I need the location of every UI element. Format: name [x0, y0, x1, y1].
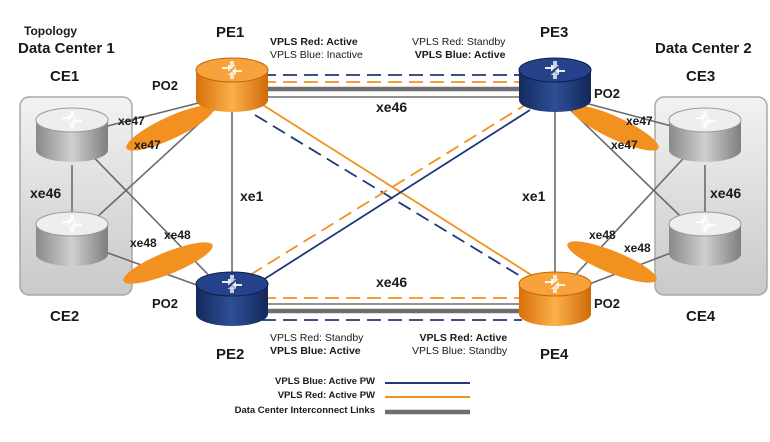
pe3-status: VPLS Red: Standby VPLS Blue: Active [412, 36, 505, 62]
ce2-label: CE2 [50, 308, 80, 325]
router-ce3-icon [668, 107, 742, 162]
pe3-status-blue: VPLS Blue: Active [414, 49, 506, 61]
pe1-status: VPLS Red: Active VPLS Blue: Inactive [270, 36, 363, 62]
ce1-label: CE1 [50, 68, 80, 85]
pe3-status-red: VPLS Red: Standby [412, 36, 506, 48]
dc2-title: Data Center 2 [655, 40, 752, 57]
pe1-status-blue: VPLS Blue: Inactive [270, 49, 363, 61]
xe46-bottom-label: xe46 [376, 274, 408, 290]
xe47-label-a: xe47 [118, 114, 145, 128]
legend-red-label: VPLS Red: Active PW [277, 390, 375, 401]
router-pe3-icon [518, 57, 592, 112]
xe48-label-a: xe48 [164, 228, 191, 242]
pe2-status-red: VPLS Red: Standby [270, 332, 364, 344]
ce4-label: CE4 [686, 308, 716, 325]
pe2-label: PE2 [216, 346, 245, 363]
dc1-xe46-label: xe46 [30, 185, 62, 201]
pw-red-pe1-pe4 [254, 99, 556, 291]
topology-label: Topology [24, 24, 78, 38]
xe48-label-c: xe48 [589, 228, 616, 242]
xe47-label-b: xe47 [134, 138, 161, 152]
pe4-status: VPLS Red: Active VPLS Blue: Standby [412, 332, 507, 358]
lag-ellipse-pe3 [571, 105, 659, 151]
pe2-status: VPLS Red: Standby VPLS Blue: Active [270, 332, 363, 358]
pw-blue-standby-pe1-pe4 [254, 114, 536, 286]
lag-ellipse-pe4 [567, 241, 657, 283]
pe3-po-label: PO2 [594, 86, 621, 101]
pe3-label: PE3 [540, 24, 569, 41]
pe1-po-label: PO2 [152, 78, 179, 93]
pe4-status-blue: VPLS Blue: Standby [412, 345, 508, 357]
dc1-title: Data Center 1 [18, 40, 115, 57]
dc2-xe46-label: xe46 [710, 185, 742, 201]
pe2-status-blue: VPLS Blue: Active [270, 345, 361, 357]
pe4-po-label: PO2 [594, 296, 621, 311]
router-ce1-icon [35, 107, 109, 162]
pe4-label: PE4 [540, 346, 569, 363]
lag-ellipse-pe1 [126, 105, 214, 151]
xe46-top-label: xe46 [376, 99, 408, 115]
router-ce4-icon [668, 211, 742, 266]
pe1-label: PE1 [216, 24, 245, 41]
xe48-label-d: xe48 [624, 241, 651, 255]
pe1-status-red: VPLS Red: Active [270, 36, 358, 48]
xe1-right-label: xe1 [522, 188, 546, 204]
router-pe4-icon [518, 271, 592, 326]
legend-dci-label: Data Center Interconnect Links [234, 405, 375, 416]
pe4-status-red: VPLS Red: Active [419, 332, 508, 344]
lag-ellipse-pe2 [123, 242, 213, 284]
router-pe1-icon [195, 57, 269, 112]
pe2-po-label: PO2 [152, 296, 179, 311]
router-pe2-icon [195, 271, 269, 326]
xe47-label-c: xe47 [626, 114, 653, 128]
legend-blue-label: VPLS Blue: Active PW [275, 376, 375, 387]
xe1-left-label: xe1 [240, 188, 264, 204]
xe48-label-b: xe48 [130, 236, 157, 250]
pw-red-standby-pe2-pe3 [249, 96, 539, 276]
ce3-label: CE3 [686, 68, 716, 85]
router-ce2-icon [35, 211, 109, 266]
xe47-label-d: xe47 [611, 138, 638, 152]
